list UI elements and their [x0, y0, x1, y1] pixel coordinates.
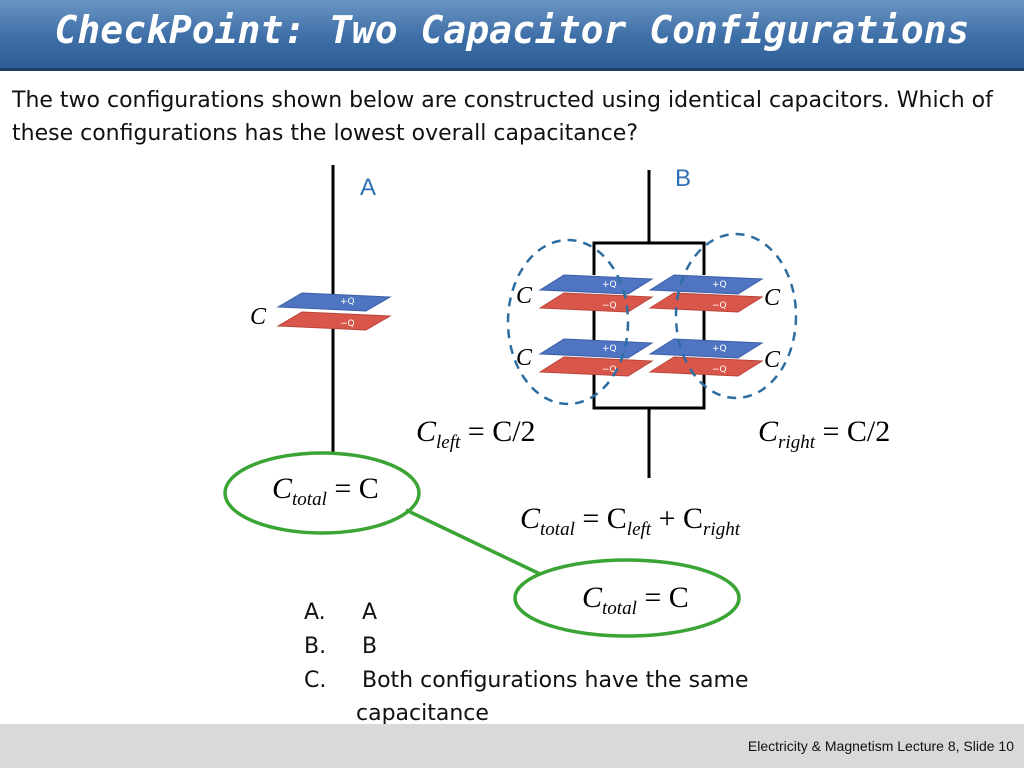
eq-total-sum: Ctotal = Cleft + Cright — [520, 502, 741, 540]
option-letter: A. — [304, 600, 326, 625]
plate-negative — [648, 356, 764, 377]
wire-b-split-bottom — [592, 372, 706, 410]
dashed-group-left — [506, 238, 630, 406]
cap-label-b-bl: C — [516, 345, 533, 371]
plate-minus-label: −Q — [602, 301, 617, 311]
question-text: The two configurations shown below are c… — [12, 88, 993, 146]
option-letter: C. — [304, 668, 327, 693]
plate-plus-label: +Q — [712, 280, 727, 290]
plate-negative — [276, 311, 392, 331]
plate-positive — [538, 338, 654, 359]
config-b-label: B — [675, 165, 691, 192]
option-letter: B. — [304, 634, 327, 659]
title-bar: CheckPoint: Two Capacitor Configurations — [0, 0, 1024, 71]
highlight-ellipse-a — [223, 451, 421, 535]
option-text: B — [362, 634, 378, 659]
plate-minus-label: −Q — [602, 365, 617, 375]
plate-plus-label: +Q — [340, 297, 355, 307]
highlight-ellipse-b — [513, 558, 741, 638]
eq-c-right: Cright = C/2 — [758, 415, 890, 453]
slide-title: CheckPoint: Two Capacitor Configurations — [54, 8, 970, 52]
plate-positive — [648, 274, 764, 295]
plate-minus-label: −Q — [340, 319, 355, 329]
config-a-label: A — [360, 174, 376, 201]
plate-minus-label: −Q — [712, 301, 727, 311]
capacitor-b-top-right: +Q −Q — [648, 274, 764, 313]
eq-total-b: Ctotal = C — [582, 581, 689, 619]
wire-b-split-top — [592, 241, 706, 275]
capacitor-b-bottom-right: +Q −Q — [648, 338, 764, 377]
plate-plus-label: +Q — [712, 344, 727, 354]
footer-text: Electricity & Magnetism Lecture 8, Slide… — [747, 738, 1014, 754]
plate-plus-label: +Q — [602, 280, 617, 290]
eq-c-left: Cleft = C/2 — [416, 415, 536, 453]
cap-label-a: C — [250, 304, 267, 330]
plate-negative — [538, 292, 654, 313]
footer-bar: Electricity & Magnetism Lecture 8, Slide… — [0, 724, 1024, 768]
dashed-group-right — [674, 232, 798, 400]
cap-label-b-br: C — [764, 347, 781, 373]
plate-negative — [538, 356, 654, 377]
plate-minus-label: −Q — [712, 365, 727, 375]
plate-negative — [648, 292, 764, 313]
cap-label-b-tl: C — [516, 283, 533, 309]
cap-label-b-tr: C — [764, 285, 781, 311]
option-text-continued: capacitance — [356, 701, 489, 726]
circuit-diagram: A +Q −Q C B +Q −Q +Q −Q +Q −Q +Q −Q — [223, 165, 890, 638]
plate-positive — [538, 274, 654, 295]
plate-positive — [648, 338, 764, 359]
capacitor-b-bottom-left: +Q −Q — [538, 338, 654, 377]
capacitor-b-top-left: +Q −Q — [538, 274, 654, 313]
plate-positive — [276, 292, 392, 312]
option-text: Both configurations have the same — [362, 668, 749, 693]
plate-plus-label: +Q — [602, 344, 617, 354]
connector-line — [405, 508, 541, 576]
capacitor-a: +Q −Q — [276, 292, 392, 331]
eq-total-a: Ctotal = C — [272, 472, 379, 510]
option-text: A — [362, 600, 378, 625]
